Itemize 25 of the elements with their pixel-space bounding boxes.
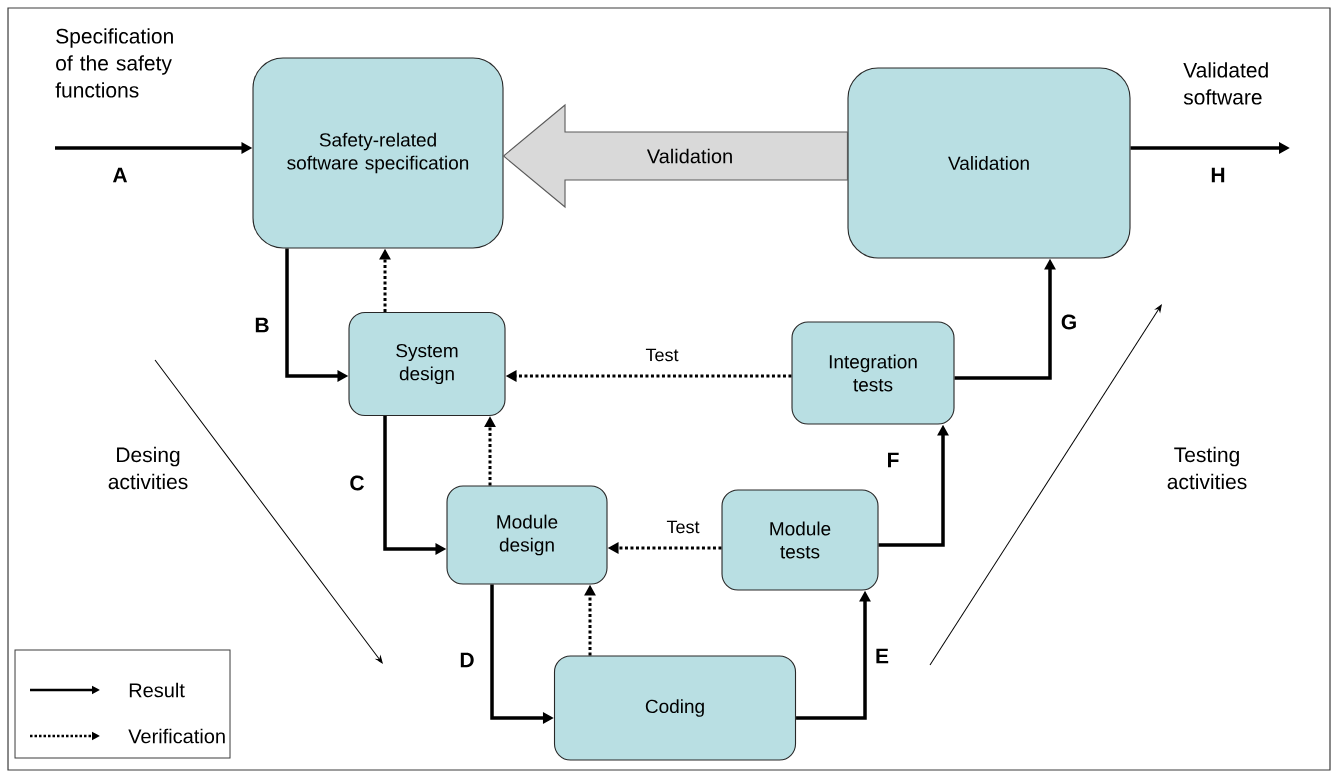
process-box: Module tests (721, 489, 879, 591)
legend-label: Result (129, 682, 185, 698)
text-label: Testing activities (1167, 446, 1247, 490)
process-box: Integration tests (791, 321, 955, 425)
edge-label: G (1059, 313, 1079, 331)
process-box: Coding (553, 655, 797, 761)
edge-label: Validation (646, 148, 732, 164)
edge-label: B (253, 316, 271, 334)
edge-label: A (111, 166, 129, 184)
edge-label: C (348, 474, 366, 492)
process-box: System design (348, 311, 506, 417)
block-arrow (502, 103, 848, 209)
legend-label: Verification (128, 728, 225, 744)
edge-label: Test (665, 519, 701, 535)
text-label: Validated software (1183, 62, 1268, 105)
process-box: Safety-related software specification (252, 57, 504, 249)
process-box: Module design (446, 485, 608, 585)
edge-label: E (874, 647, 890, 665)
edge-label: D (458, 651, 476, 669)
edge-label: Test (644, 347, 680, 363)
edge-label: F (885, 451, 901, 469)
edge-label: H (1209, 166, 1227, 184)
process-box: Validation (847, 67, 1131, 259)
text-label: Specification of the safety functions (55, 28, 173, 98)
text-label: Desing activities (108, 446, 188, 490)
